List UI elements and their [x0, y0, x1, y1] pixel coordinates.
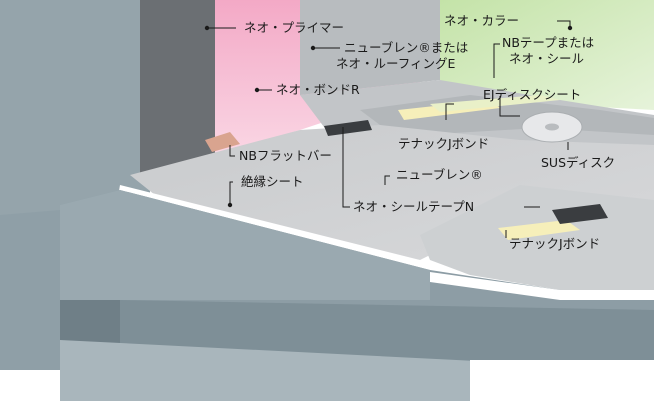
- nb-flat-bar: [205, 132, 240, 152]
- label-neoprene: ニューブレン®: [396, 167, 483, 182]
- label-tenack-j-bond-lower: テナックJボンド: [509, 236, 601, 251]
- label-sus-disc: SUSディスク: [541, 155, 616, 170]
- label-neo-seal-tape-n: ネオ・シールテープN: [353, 199, 475, 214]
- label-neo-color: ネオ・カラー: [444, 13, 520, 28]
- seal-tape-upper: [324, 120, 372, 136]
- bond-tape-lower: [498, 220, 580, 240]
- seal-tape-lower: [552, 204, 608, 224]
- label-nb-flat-bar: NBフラットバー: [239, 148, 332, 163]
- label-nb-tape-or: NBテープまたは: [502, 35, 595, 50]
- label-neo-seal: ネオ・シール: [509, 51, 585, 66]
- leader-dots: [204, 25, 573, 208]
- wall-dark-strip: [140, 0, 215, 178]
- label-tenack-j-bond-upper: テナックJボンド: [398, 136, 490, 151]
- leader-lines: [207, 20, 571, 238]
- label-neo-primer: ネオ・プライマー: [244, 20, 345, 35]
- label-neo-roofing-e: ネオ・ルーフィングE: [336, 56, 456, 71]
- neo-color-area: [440, 0, 654, 110]
- label-neo-bond-r: ネオ・ボンドR: [276, 82, 360, 97]
- label-ej-disc-sheet: EJディスクシート: [483, 87, 582, 102]
- label-neoprene-or: ニューブレン®または: [344, 40, 469, 55]
- label-insulation-sheet: 絶縁シート: [241, 174, 304, 189]
